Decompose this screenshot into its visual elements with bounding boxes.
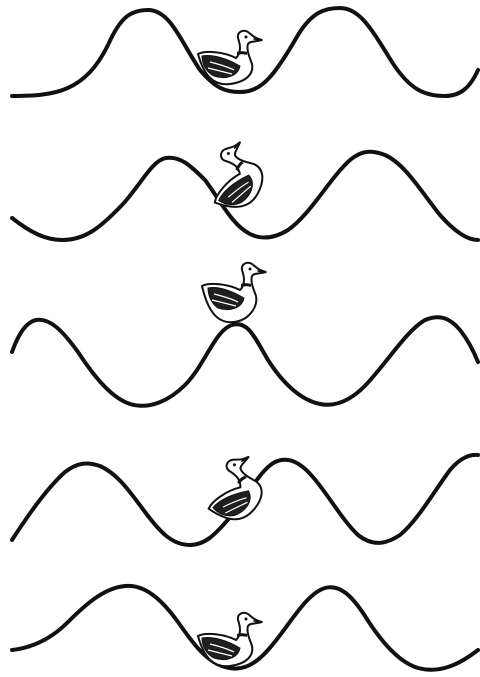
duck-icon <box>194 450 277 532</box>
duck-icon <box>198 613 262 666</box>
panel-1 <box>12 8 478 96</box>
panel-4 <box>12 450 478 545</box>
panel-3 <box>12 263 478 406</box>
panel-5 <box>12 586 478 670</box>
panel-2 <box>12 137 478 240</box>
duck-icon <box>202 263 266 322</box>
wave-line <box>12 317 478 406</box>
duck-icon <box>198 31 262 84</box>
duck-icon <box>196 137 276 220</box>
